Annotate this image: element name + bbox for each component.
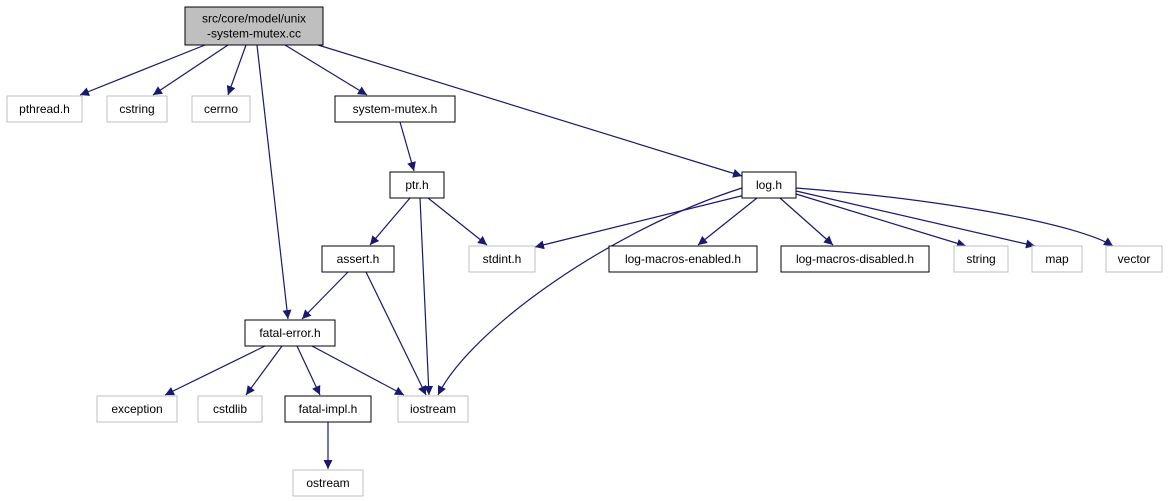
node-log[interactable]: log.h [741,171,797,199]
node-box [96,395,178,423]
edge-assert-to-iostream [365,271,427,396]
node-iostream: iostream [397,395,469,423]
node-box [780,245,930,273]
node-vector: vector [1105,245,1163,273]
node-assert[interactable]: assert.h [321,245,395,273]
node-box [1031,245,1083,273]
node-label: log-macros-disabled.h [796,252,914,266]
edge-ptr-to-stdint [427,197,488,246]
edge-root-to-fatal-error [256,44,292,320]
node-label: string [966,252,995,266]
node-box [292,469,364,497]
node-box [334,95,456,123]
edge-assert-to-fatal-error [301,271,349,320]
node-label: src/core/model/unix [202,12,306,26]
edge-root-to-cstring [152,44,229,96]
edge-ptr-to-iostream [419,197,434,396]
edge-log-to-vector [795,187,1114,247]
node-box [191,95,251,123]
edge-root-to-pthread [79,44,206,96]
node-string: string [953,245,1009,273]
edge-log-to-iostream [437,187,743,396]
edge-log-to-map [795,190,1036,249]
node-ptr[interactable]: ptr.h [389,171,445,199]
node-label: stdint.h [483,252,522,266]
edge-log-to-log-macros-enabled [697,197,758,246]
node-label: ptr.h [405,178,428,192]
node-box [1105,245,1163,273]
node-label: system-mutex.h [353,102,438,116]
nodes-layer: src/core/model/unix-system-mutex.cc pthre… [6,6,1163,497]
node-box [321,245,395,273]
node-cstdlib: cstdlib [197,395,263,423]
node-pthread: pthread.h [6,95,83,123]
node-label: ostream [306,476,349,490]
node-log-macros-disabled[interactable]: log-macros-disabled.h [780,245,930,273]
edge-fatal-error-to-exception [164,345,266,396]
node-label: log.h [756,178,782,192]
node-label: vector [1118,252,1151,266]
node-exception: exception [96,395,178,423]
node-stdint: stdint.h [468,245,536,273]
node-box [397,395,469,423]
node-system-mutex[interactable]: system-mutex.h [334,95,456,123]
node-cstring: cstring [106,95,168,123]
edge-root-to-log [317,44,743,178]
node-box [6,95,83,123]
node-box [953,245,1009,273]
edges-layer [79,44,1114,469]
node-label: exception [111,402,162,416]
edge-log-to-stdint [534,194,746,250]
edge-fatal-error-to-cstdlib [245,345,283,396]
node-map: map [1031,245,1083,273]
edge-log-to-log-macros-disabled [779,197,834,246]
node-label: map [1045,252,1069,266]
node-log-macros-enabled[interactable]: log-macros-enabled.h [608,245,758,273]
edge-log-to-string [795,193,967,248]
node-box [741,171,797,199]
edge-system-mutex-to-ptr [399,121,416,172]
edge-root-to-cerrno [226,44,247,96]
node-box [468,245,536,273]
node-box [608,245,758,273]
node-label: cstring [119,102,154,116]
edge-fatal-error-to-fatal-impl [296,345,321,396]
node-box [106,95,168,123]
node-box [284,395,372,423]
edge-fatal-error-to-iostream [311,345,405,396]
node-label: cerrno [204,102,238,116]
edge-ptr-to-assert [369,197,411,246]
node-box [197,395,263,423]
node-label: iostream [410,402,456,416]
node-box [244,319,336,347]
node-ostream: ostream [292,469,364,497]
node-label: log-macros-enabled.h [625,252,741,266]
node-label: fatal-error.h [259,326,320,340]
node-label: fatal-impl.h [299,402,358,416]
node-label: pthread.h [19,102,70,116]
node-root[interactable]: src/core/model/unix-system-mutex.cc [184,6,324,46]
node-cerrno: cerrno [191,95,251,123]
node-box [184,6,324,46]
node-box [389,171,445,199]
node-fatal-error[interactable]: fatal-error.h [244,319,336,347]
edge-root-to-system-mutex [284,44,368,96]
node-fatal-impl[interactable]: fatal-impl.h [284,395,372,423]
node-label: -system-mutex.cc [207,27,301,41]
node-label: cstdlib [213,402,247,416]
node-label: assert.h [337,252,380,266]
